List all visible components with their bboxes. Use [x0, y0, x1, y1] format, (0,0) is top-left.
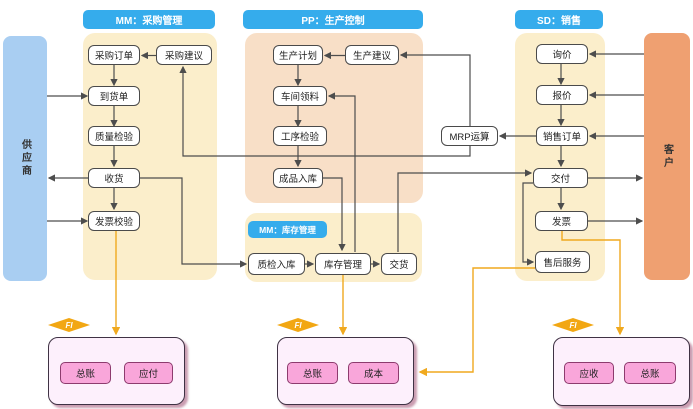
node-inventory-mgmt: 库存管理: [315, 253, 371, 275]
wire-goods-issue-to-delivery: [397, 169, 533, 252]
node-delivery: 交付: [533, 168, 588, 188]
wire-delivery-to-after-sales: [522, 182, 535, 266]
fi-item-general-ledger: 总账: [287, 362, 338, 384]
fi-badge-left: FI: [48, 318, 90, 332]
node-quality-inspection: 质量检验: [88, 126, 140, 146]
header-purchasing: MM：采购管理: [83, 10, 215, 29]
wire-invoice-to-fi-right: [561, 231, 625, 336]
header-production: PP：生产控制: [243, 10, 423, 29]
fi-item-accounts-payable: 应付: [124, 362, 173, 384]
fi-item-accounts-receivable: 应收: [564, 362, 614, 384]
fi-group-middle: 总账 成本: [277, 337, 414, 405]
fi-group-left: 总账 应付: [48, 337, 185, 405]
node-quotation: 报价: [536, 85, 588, 105]
node-production-proposal: 生产建议: [345, 45, 399, 65]
node-qc-putaway: 质检入库: [248, 253, 305, 275]
node-process-inspection: 工序检验: [273, 126, 327, 146]
node-mrp: MRP运算: [441, 126, 498, 146]
header-sales: SD：销售: [515, 10, 603, 29]
fi-item-general-ledger: 总账: [60, 362, 111, 384]
node-inquiry: 询价: [536, 44, 588, 64]
wire-goods-receipt-to-qc-putaway: [140, 177, 248, 268]
node-production-plan: 生产计划: [273, 45, 323, 65]
node-arrival-note: 到货单: [88, 86, 140, 106]
wire-inventory-mgmt-to-workshop-picking: [327, 92, 356, 252]
wire-mrp-to-production-proposal: [399, 51, 471, 126]
customer-lane: 客户: [644, 33, 690, 280]
node-purchase-order: 采购订单: [88, 45, 140, 65]
node-sales-order: 销售订单: [536, 126, 588, 146]
node-invoice: 发票: [535, 211, 588, 231]
wire-finished-goods-in-to-inventory-mgmt: [323, 177, 346, 252]
node-goods-issue: 交货: [381, 253, 417, 275]
fi-item-general-ledger: 总账: [624, 362, 676, 384]
supplier-lane: 供应商: [3, 36, 47, 281]
node-purchase-proposal: 采购建议: [156, 45, 212, 65]
node-workshop-picking: 车间领料: [273, 86, 327, 106]
node-finished-goods-in: 成品入库: [273, 168, 323, 188]
node-after-sales: 售后服务: [535, 251, 590, 273]
wire-mrp-to-purchase-proposal: [179, 65, 471, 157]
fi-badge-middle: FI: [277, 318, 319, 332]
node-goods-receipt: 收货: [88, 168, 140, 188]
node-invoice-verification: 发票校验: [88, 211, 140, 231]
fi-item-cost: 成本: [348, 362, 399, 384]
fi-group-right: 应收 总账: [553, 337, 690, 406]
wire-after-sales-to-fi-middle: [418, 267, 535, 377]
fi-badge-right: FI: [552, 318, 594, 332]
header-inventory: MM：库存管理: [248, 221, 327, 238]
